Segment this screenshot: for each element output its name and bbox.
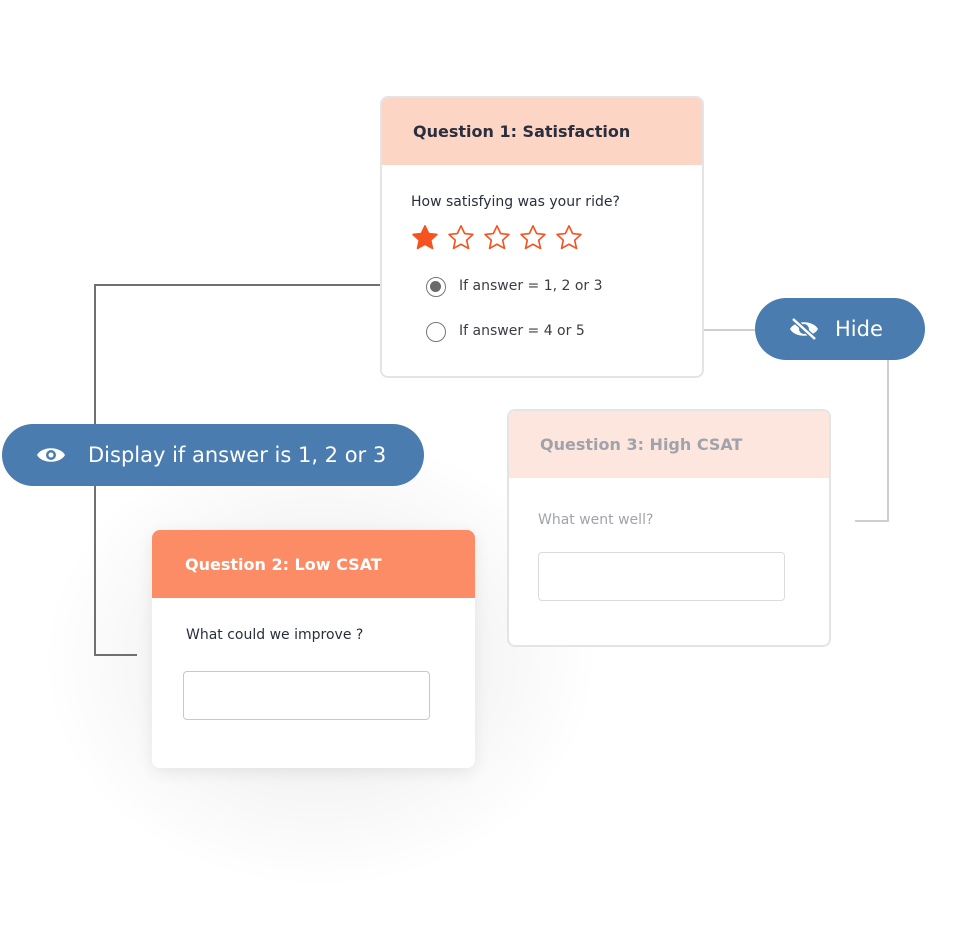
radio-dot: [430, 281, 441, 292]
card-title: Question 1: Satisfaction: [413, 122, 631, 141]
question-3-card: Question 3: High CSAT What went well?: [507, 409, 831, 647]
answer-input[interactable]: [538, 552, 785, 601]
star-empty-icon[interactable]: [483, 224, 511, 251]
option-label: If answer = 4 or 5: [459, 323, 585, 339]
question-text: What went well?: [538, 512, 654, 528]
card-title: Question 3: High CSAT: [540, 435, 743, 454]
card-title: Question 2: Low CSAT: [185, 554, 382, 574]
pill-label: Display if answer is 1, 2 or 3: [88, 443, 387, 467]
radio-option-1[interactable]: [426, 277, 446, 297]
question-1-card: Question 1: Satisfaction How satisfying …: [380, 96, 704, 378]
option-label: If answer = 1, 2 or 3: [459, 278, 603, 294]
card-header: Question 2: Low CSAT: [152, 530, 475, 598]
radio-option-2[interactable]: [426, 322, 446, 342]
connector-hide-q3: [855, 360, 889, 522]
eye-icon: [37, 448, 65, 462]
star-empty-icon[interactable]: [447, 224, 475, 251]
question-text: What could we improve ?: [186, 627, 364, 643]
card-header: Question 3: High CSAT: [509, 411, 829, 478]
card-header: Question 1: Satisfaction: [382, 98, 702, 165]
answer-input[interactable]: [183, 671, 430, 720]
star-filled-icon[interactable]: [411, 224, 439, 251]
star-rating[interactable]: [411, 224, 583, 251]
star-empty-icon[interactable]: [519, 224, 547, 251]
question-2-card: Question 2: Low CSAT What could we impro…: [152, 530, 475, 768]
star-empty-icon[interactable]: [555, 224, 583, 251]
question-text: How satisfying was your ride?: [411, 194, 620, 210]
display-condition-pill[interactable]: Display if answer is 1, 2 or 3: [2, 424, 424, 486]
eye-off-icon: [790, 317, 818, 341]
hide-pill[interactable]: Hide: [755, 298, 925, 360]
pill-label: Hide: [835, 317, 883, 341]
